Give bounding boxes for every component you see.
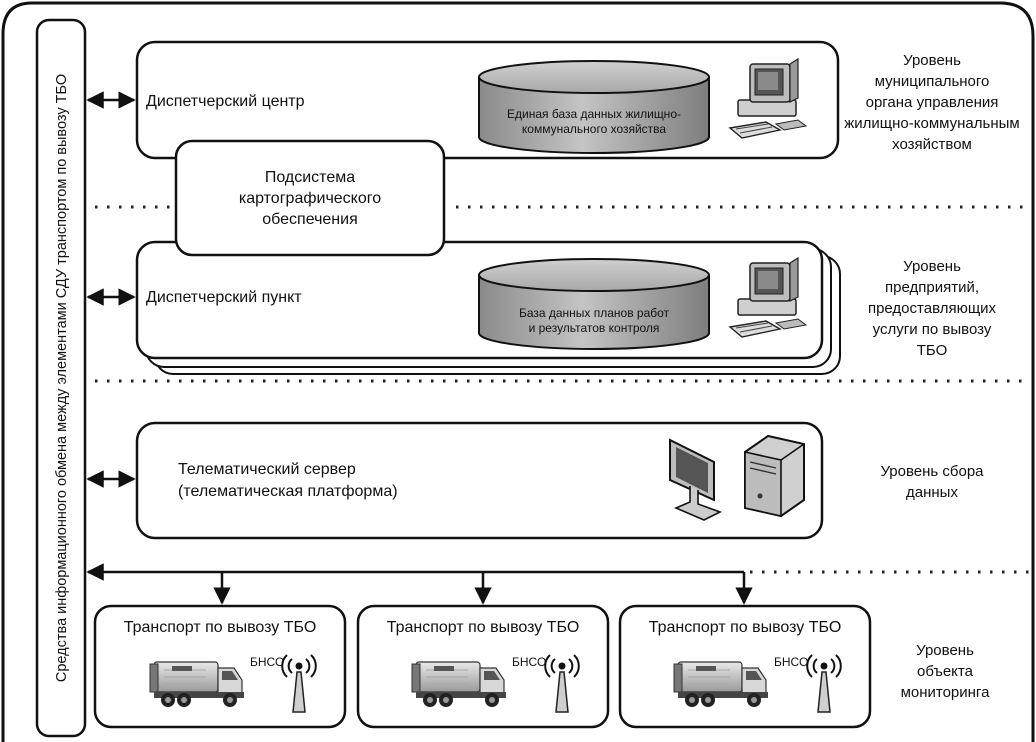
- vehicle-title: Транспорт по вывозу ТБО: [124, 619, 317, 636]
- cartography-line1: Подсистема: [265, 169, 355, 186]
- level-label-municipal: Уровень муниципального органа управления…: [844, 52, 1019, 153]
- dispatch-point-db-line2: и результатов контроля: [529, 321, 660, 335]
- svg-text:Уровень сбора: Уровень сбора: [880, 463, 984, 480]
- vehicle-card: Транспорт по вывозу ТБО БНСО: [93, 604, 347, 729]
- bnso-label: БНСО: [774, 655, 808, 669]
- dispatch-center-db-line2: коммунального хозяйства: [522, 122, 667, 136]
- monitor-icon: [669, 438, 723, 521]
- svg-text:предприятий,: предприятий,: [885, 279, 979, 296]
- dispatch-center-label: Диспетчерский центр: [146, 93, 305, 110]
- svg-text:хозяйством: хозяйством: [892, 136, 972, 153]
- vertical-bus-label: Средства информационного обмена между эл…: [54, 74, 70, 682]
- dispatch-center-db-line1: Единая база данных жилищно-: [507, 107, 681, 121]
- dispatch-point-db-line1: База данных планов работ: [519, 306, 670, 320]
- svg-text:Уровень: Уровень: [903, 258, 961, 275]
- vehicle-title: Транспорт по вывозу ТБО: [649, 619, 842, 636]
- svg-text:ТБО: ТБО: [917, 342, 948, 359]
- svg-text:объекта: объекта: [917, 663, 974, 680]
- telematics-line2: (телематическая платформа): [178, 483, 398, 500]
- database-cylinder: [478, 258, 710, 350]
- cartography-line2: картографического: [239, 190, 381, 207]
- level-label-collection: Уровень сбора данных: [880, 463, 984, 501]
- svg-text:органа управления: органа управления: [866, 94, 999, 111]
- bnso-label: БНСО: [512, 655, 546, 669]
- level-label-object: Уровень объекта мониторинга: [901, 642, 991, 701]
- svg-text:предоставляющих: предоставляющих: [868, 300, 997, 317]
- telematics-line1: Телематический сервер: [178, 461, 356, 478]
- vehicle-card: Транспорт по вывозу ТБО БНСО: [618, 604, 872, 729]
- svg-text:Уровень: Уровень: [903, 52, 961, 69]
- vertical-bus-bar: [35, 18, 87, 738]
- vehicle-title: Транспорт по вывозу ТБО: [387, 619, 580, 636]
- vehicle-card: Транспорт по вывозу ТБО БНСО: [356, 604, 610, 729]
- dispatch-point-label: Диспетчерский пункт: [146, 289, 302, 306]
- level-label-enterprise: Уровень предприятий, предоставляющих усл…: [868, 258, 997, 359]
- cartography-box: [174, 139, 446, 257]
- telematics-box: [135, 421, 824, 540]
- bnso-label: БНСО: [250, 655, 284, 669]
- svg-text:данных: данных: [906, 484, 958, 501]
- cartography-line3: обеспечения: [262, 211, 357, 228]
- server-icon: [744, 434, 805, 518]
- svg-text:жилищно-коммунальным: жилищно-коммунальным: [844, 115, 1019, 132]
- svg-text:муниципального: муниципального: [875, 73, 990, 90]
- svg-text:мониторинга: мониторинга: [901, 684, 991, 701]
- svg-text:Уровень: Уровень: [916, 642, 974, 659]
- svg-text:услуги по вывозу: услуги по вывозу: [873, 321, 992, 338]
- database-cylinder: [478, 60, 710, 154]
